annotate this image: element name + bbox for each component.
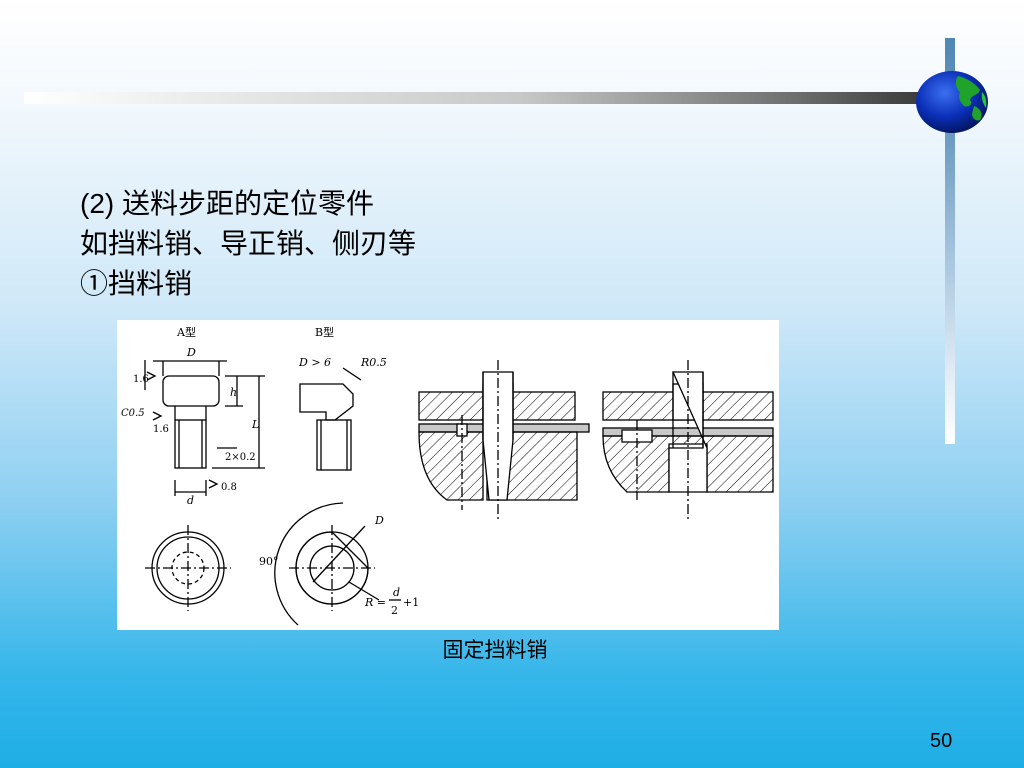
title-line-2: 如挡料销、导正销、侧刃等 xyxy=(80,224,416,264)
radius-r0-5: R0.5 xyxy=(360,356,387,369)
dim-d-lower-a: d xyxy=(187,494,194,507)
globe-icon xyxy=(916,71,988,133)
title-line-1-prefix: (2) xyxy=(80,188,122,219)
type-b-label: B型 xyxy=(315,325,334,339)
formula-plus-one: +1 xyxy=(403,596,419,609)
dim-d-upper-a: D xyxy=(186,346,196,359)
formula-r-prefix: R = xyxy=(364,596,386,609)
top-decorative-bar xyxy=(24,92,924,104)
condition-d-gt-6: D > 6 xyxy=(298,356,331,369)
roughness-0-8: 0.8 xyxy=(221,482,237,493)
formula-denominator: 2 xyxy=(391,604,398,617)
formula-numerator: d xyxy=(393,586,400,599)
tolerance-2x0-2: 2×0.2 xyxy=(225,452,256,463)
stop-pin-drawing-svg: A型 D h L 1.6 C0.5 1.6 2×0.2 d 0.8 B型 D >… xyxy=(121,325,774,626)
dim-d-b-type: D xyxy=(374,514,384,527)
stop-pin-drawing: A型 D h L 1.6 C0.5 1.6 2×0.2 d 0.8 B型 D >… xyxy=(117,320,779,630)
assembly-section-2 xyxy=(602,360,774,520)
dim-h: h xyxy=(230,386,237,399)
page-number: 50 xyxy=(930,730,953,752)
slide-title-block: (2) 送料步距的定位零件 如挡料销、导正销、侧刃等 ①挡料销 xyxy=(80,184,416,304)
assembly-section-1 xyxy=(418,360,590,520)
roughness-1-6-top: 1.6 xyxy=(133,374,149,385)
title-line-3: ①挡料销 xyxy=(80,264,416,304)
title-line-2-text: 如挡料销、导正销、侧刃等 xyxy=(80,227,417,260)
vertical-decorative-bar xyxy=(945,38,955,444)
type-a-label: A型 xyxy=(176,325,196,339)
b-type-side-view xyxy=(299,367,362,471)
a-type-side-view xyxy=(144,360,265,496)
angle-90: 90° xyxy=(259,555,279,568)
b-type-top-view xyxy=(274,502,380,626)
title-line-1: (2) 送料步距的定位零件 xyxy=(80,184,416,224)
dim-l: L xyxy=(251,418,259,431)
figure-caption: 固定挡料销 xyxy=(442,638,548,662)
title-line-1-text: 送料步距的定位零件 xyxy=(122,187,375,220)
chamfer-label: C0.5 xyxy=(121,408,145,419)
roughness-1-6-mid: 1.6 xyxy=(153,424,169,435)
a-type-top-view xyxy=(145,525,231,611)
title-line-3-text: ①挡料销 xyxy=(80,267,193,300)
